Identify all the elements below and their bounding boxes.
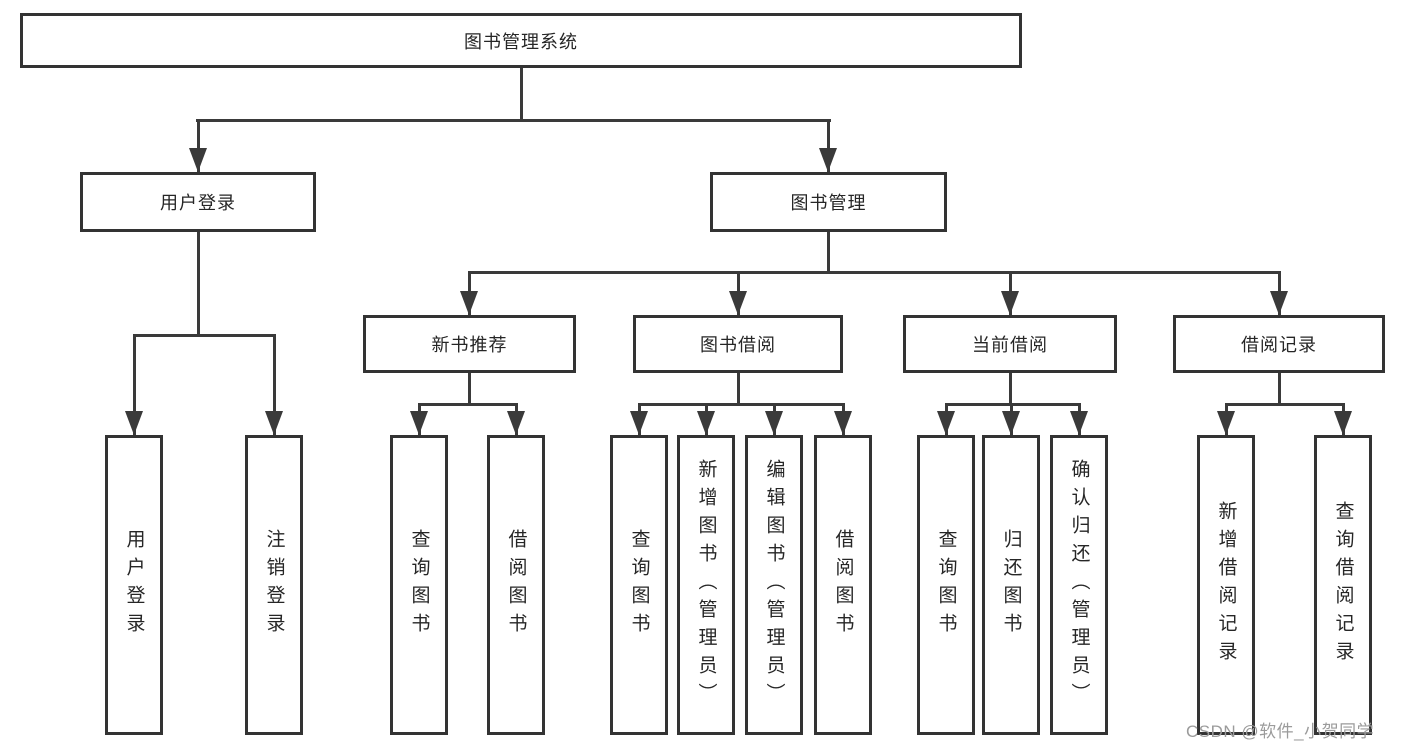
- arrow-down-icon: [1001, 291, 1019, 315]
- connector-line: [945, 403, 1081, 406]
- connector-line: [196, 119, 831, 122]
- connector-line: [1225, 403, 1345, 406]
- leaf-confirm-return-admin: 确认归还（管理员）: [1050, 435, 1108, 735]
- arrow-down-icon: [189, 148, 207, 172]
- leaf-logout: 注销登录: [245, 435, 303, 735]
- node-borrowing-records: 借阅记录: [1173, 315, 1385, 373]
- connector-line: [468, 271, 1281, 274]
- csdn-watermark: CSDN @软件_小贺同学: [1186, 722, 1375, 741]
- leaf-query-books-recommend: 查询图书: [390, 435, 448, 735]
- leaf-borrow-books-borrowing: 借阅图书: [814, 435, 872, 735]
- node-user-login: 用户登录: [80, 172, 316, 232]
- arrow-down-icon: [819, 148, 837, 172]
- connector-line: [133, 334, 276, 337]
- leaf-user-login: 用户登录: [105, 435, 163, 735]
- leaf-query-books-current: 查询图书: [917, 435, 975, 735]
- arrow-down-icon: [1002, 411, 1020, 435]
- connector-line: [737, 373, 740, 406]
- connector-line: [1278, 373, 1281, 406]
- arrow-down-icon: [834, 411, 852, 435]
- arrow-down-icon: [630, 411, 648, 435]
- leaf-query-books-borrowing: 查询图书: [610, 435, 668, 735]
- node-book-management: 图书管理: [710, 172, 947, 232]
- connector-line: [273, 334, 276, 435]
- arrow-down-icon: [1334, 411, 1352, 435]
- leaf-edit-books-admin: 编辑图书（管理员）: [745, 435, 803, 735]
- arrow-down-icon: [937, 411, 955, 435]
- connector-line: [197, 232, 200, 337]
- connector-line: [1009, 373, 1012, 406]
- arrow-down-icon: [1217, 411, 1235, 435]
- leaf-add-borrow-record: 新增借阅记录: [1197, 435, 1255, 735]
- connector-line: [468, 373, 471, 406]
- connector-line: [197, 119, 200, 172]
- connector-line: [133, 334, 136, 435]
- connector-line: [827, 119, 830, 172]
- arrow-down-icon: [125, 411, 143, 435]
- connector-line: [520, 68, 523, 121]
- connector-line: [638, 403, 845, 406]
- arrow-down-icon: [729, 291, 747, 315]
- leaf-borrow-books-recommend: 借阅图书: [487, 435, 545, 735]
- node-new-book-recommend: 新书推荐: [363, 315, 576, 373]
- connector-line: [418, 403, 518, 406]
- arrow-down-icon: [507, 411, 525, 435]
- arrow-down-icon: [697, 411, 715, 435]
- node-root: 图书管理系统: [20, 13, 1022, 68]
- arrow-down-icon: [410, 411, 428, 435]
- arrow-down-icon: [460, 291, 478, 315]
- connector-line: [827, 232, 830, 274]
- arrow-down-icon: [765, 411, 783, 435]
- leaf-add-books-admin: 新增图书（管理员）: [677, 435, 735, 735]
- leaf-return-books: 归还图书: [982, 435, 1040, 735]
- leaf-query-borrow-record: 查询借阅记录: [1314, 435, 1372, 735]
- arrow-down-icon: [1270, 291, 1288, 315]
- arrow-down-icon: [1070, 411, 1088, 435]
- node-current-borrowing: 当前借阅: [903, 315, 1117, 373]
- node-book-borrowing: 图书借阅: [633, 315, 843, 373]
- arrow-down-icon: [265, 411, 283, 435]
